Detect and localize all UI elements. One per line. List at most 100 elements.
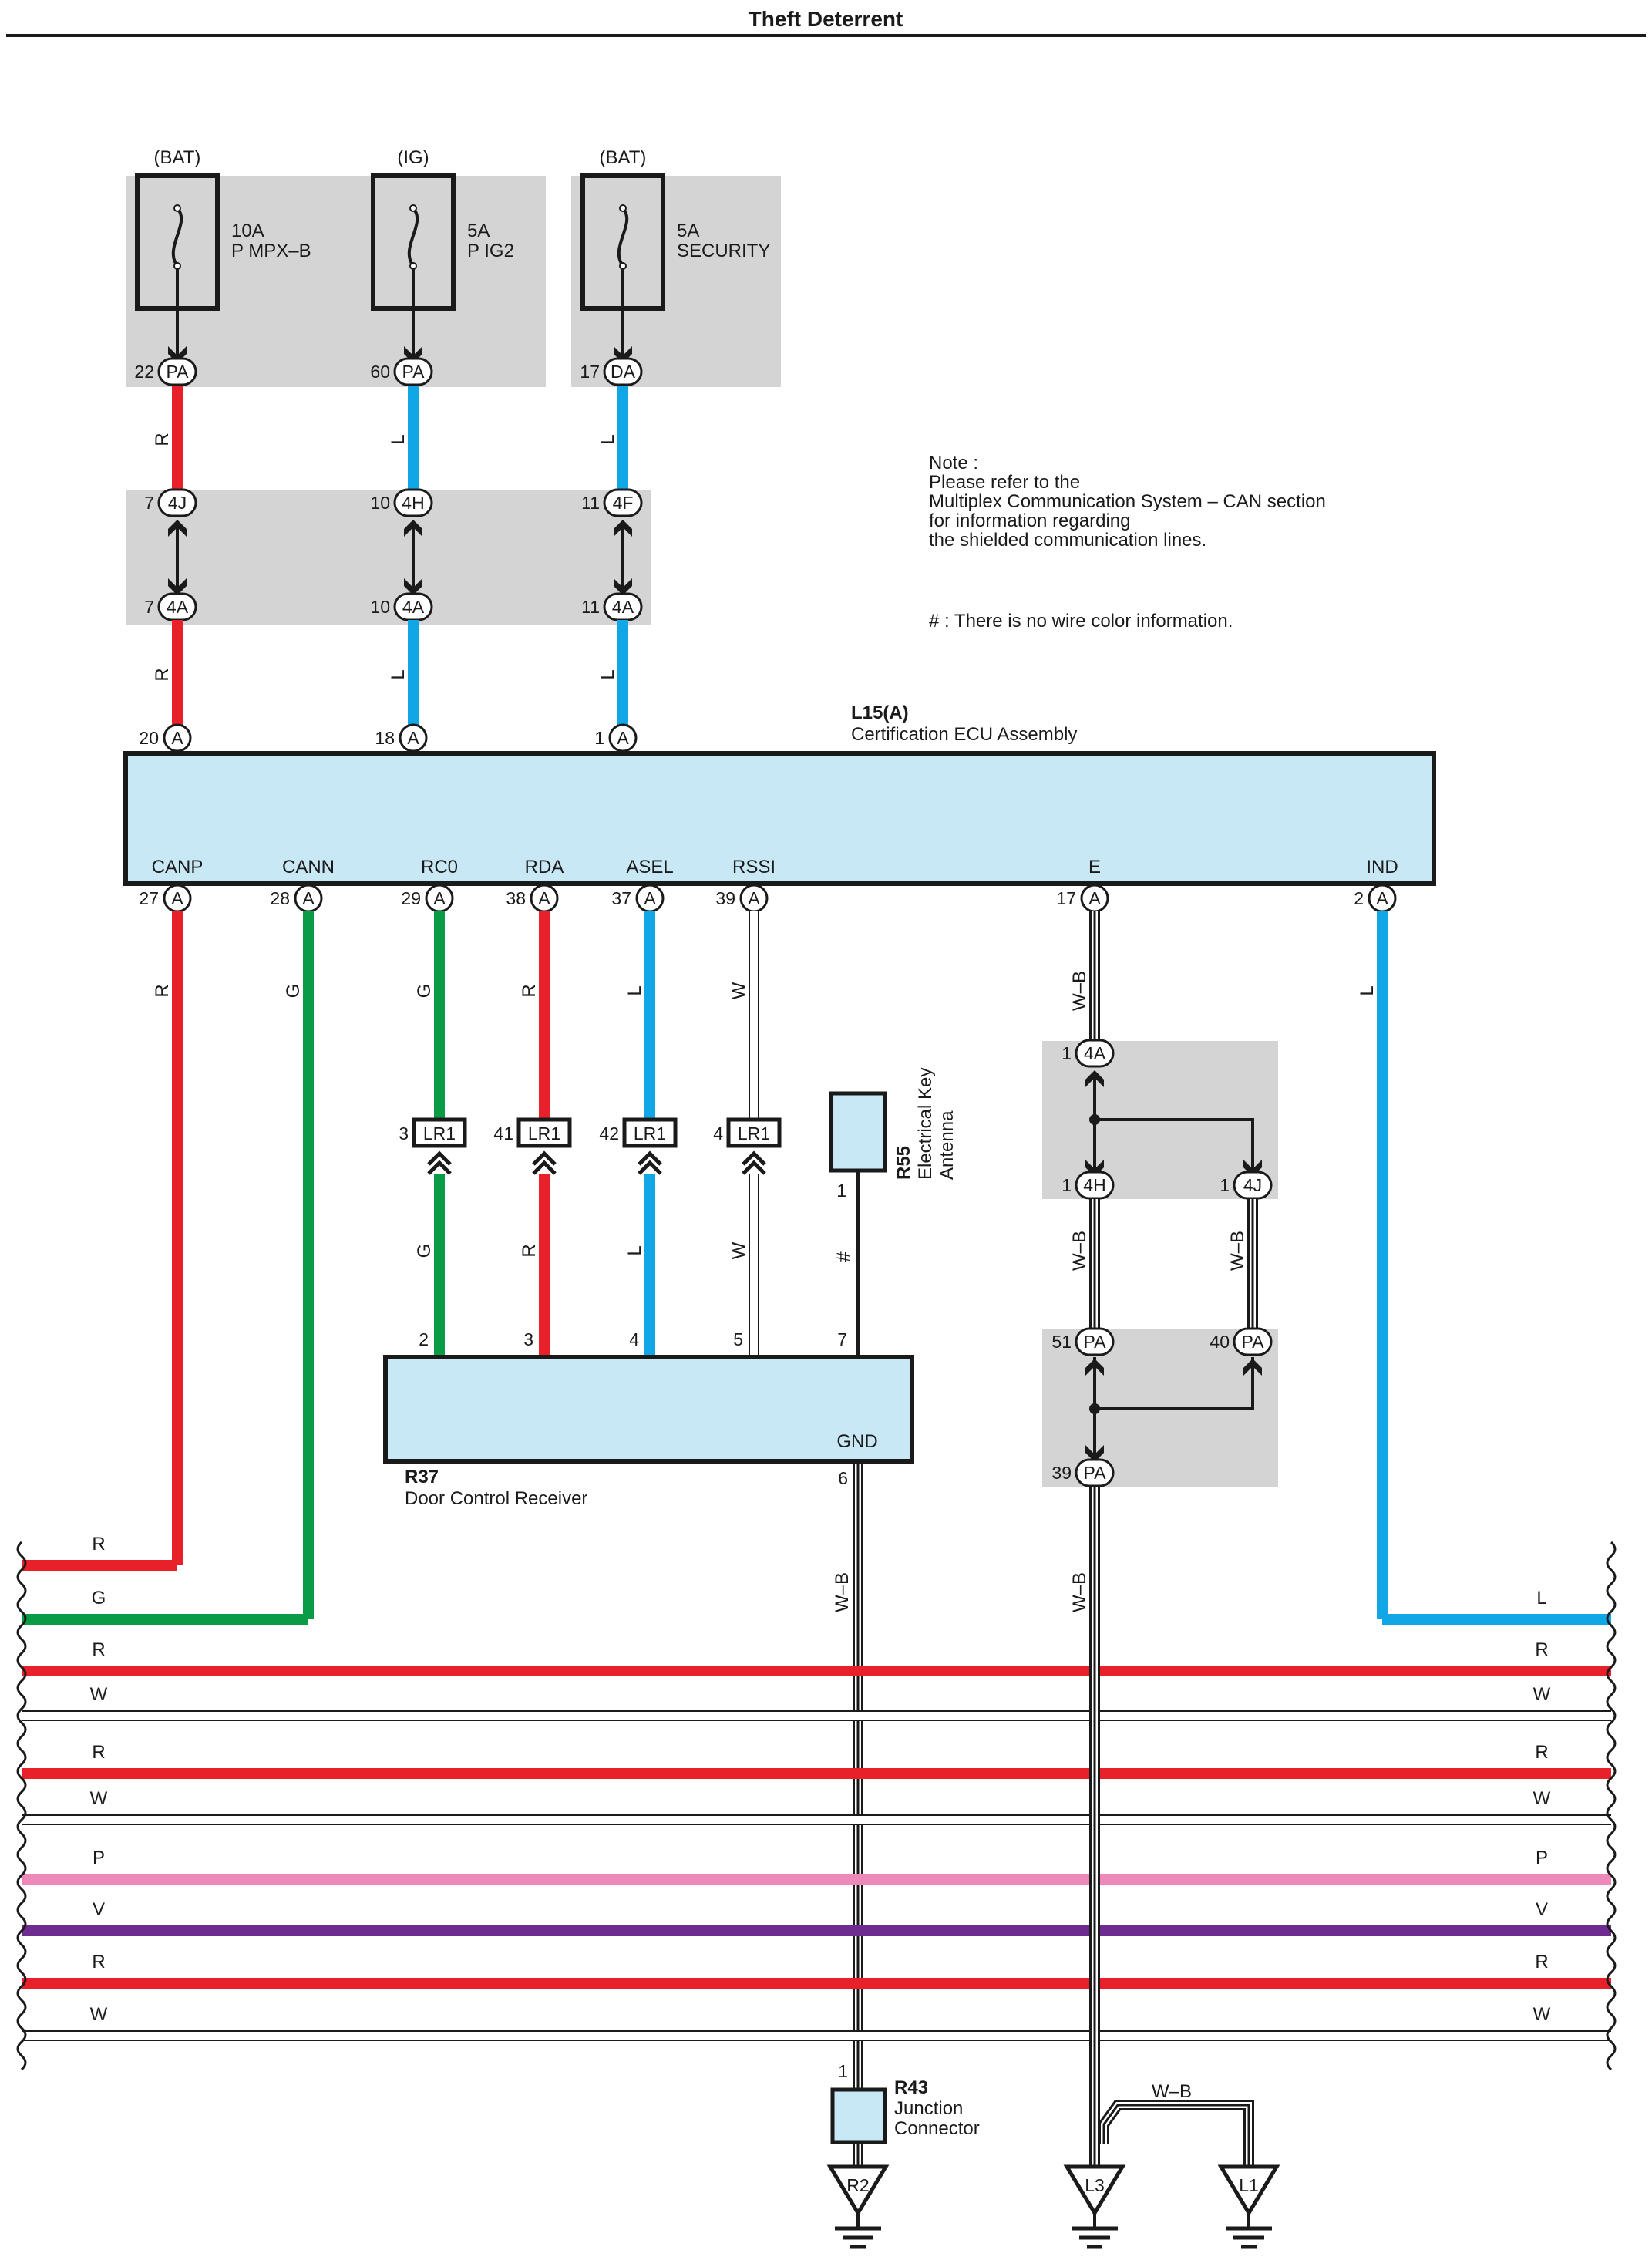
- mid-wire-label-1: L: [388, 669, 409, 679]
- note-line-5: the shielded communication lines.: [929, 530, 1206, 551]
- right-jct-top-pin: 1: [1062, 1043, 1072, 1063]
- right-wire-left-label: W–B: [1069, 1231, 1090, 1271]
- right-jct-mid-right-oval: [1233, 1171, 1273, 1200]
- ecu-bottom-pin-1-pin: 28: [270, 888, 290, 908]
- fuse-node-top-1: [409, 204, 417, 212]
- ground-triangle-1: [1063, 2164, 1126, 2217]
- ecu-bottom-pin-4-pin: 37: [611, 888, 631, 908]
- ecu-bottom-pin-4-conn: A: [644, 888, 656, 908]
- antenna-name-1: Electrical Key: [915, 1068, 936, 1180]
- fuse-conn-2-conn: DA: [611, 362, 636, 382]
- right-jct-branch: [1095, 1118, 1254, 1172]
- lr1-pin-2: 42: [599, 1123, 619, 1144]
- bus-left-label-2: R: [92, 1639, 105, 1660]
- jct-upper-2-pin: 11: [581, 493, 600, 513]
- lr1-box-3: [726, 1117, 782, 1148]
- bus-right-label-9: W: [1533, 2004, 1551, 2025]
- lr1-upper-wire-label-0: G: [414, 984, 435, 999]
- receiver-pin-4: 7: [837, 1329, 847, 1349]
- ecu-bottom-label-5: RSSI: [732, 857, 776, 877]
- mid-wire-label-2: L: [597, 669, 618, 679]
- bus-left-label-4: R: [92, 1742, 105, 1763]
- lr1-lower-wire-label-0: G: [414, 1244, 435, 1258]
- lr1-lower-wire-label-2: L: [624, 1245, 645, 1255]
- antenna-wire-label: #: [833, 1251, 854, 1262]
- fuse-conn-1-oval: [393, 357, 433, 386]
- l1-branch-core: [1101, 2102, 1252, 2167]
- fuse-conn-0-pin: 22: [134, 362, 154, 382]
- jct-lower-0-conn: 4A: [167, 597, 189, 617]
- lr1-conn-2: LR1: [634, 1123, 666, 1144]
- bus-right-label-7: V: [1536, 1899, 1548, 1920]
- bus-left-label-7: V: [93, 1899, 105, 1920]
- fuse-rating-2: 5A: [677, 221, 699, 241]
- ecu-bottom-pin-3-pin: 38: [506, 888, 526, 908]
- ecu-bottom-pin-2-pin: 29: [401, 888, 421, 908]
- ecu-bottom-pin-6-pin: 17: [1056, 888, 1076, 908]
- e-wire-label: W–B: [1069, 971, 1090, 1011]
- junction-connector: R43 Junction Connector 1: [830, 2061, 980, 2144]
- fuse-name-0: P MPX–B: [231, 241, 311, 261]
- receiver-name: Door Control Receiver: [405, 1488, 587, 1509]
- ecu-bottom-pin-0-conn: A: [171, 888, 183, 908]
- lr1-chevron-3: [742, 1150, 766, 1175]
- bus-left-label-5: W: [90, 1788, 108, 1809]
- ecu-bottom-pin-0-pin: 27: [139, 888, 159, 908]
- right-pa-bottom-conn: PA: [1084, 1463, 1107, 1483]
- receiver-body: [383, 1355, 914, 1464]
- ground-name-0: R2: [846, 2175, 869, 2195]
- junction-connector-name-1: Junction: [894, 2098, 963, 2119]
- ind-bus-label: L: [1536, 1588, 1546, 1608]
- ind-wire-label: L: [1357, 985, 1378, 995]
- fuse-node-top-2: [619, 204, 627, 212]
- receiver-gnd-pin: 6: [838, 1468, 848, 1488]
- right-wire-right-label: W–B: [1227, 1231, 1248, 1271]
- canp-wire-label: R: [152, 984, 173, 997]
- ecu-bottom-pin-2-conn: A: [433, 888, 446, 908]
- jct-arrow-down-0: [168, 578, 187, 595]
- fuse-source-1: (IG): [397, 147, 429, 168]
- right-pa-branch: [1095, 1357, 1254, 1410]
- ecu-top-pin-0-pin: 20: [139, 728, 159, 748]
- right-jct-mid-left-pin: 1: [1062, 1175, 1072, 1195]
- lr1-box-1: [516, 1117, 572, 1148]
- fuse-conn-2-oval: [603, 357, 643, 386]
- lr1-upper-wire-label-1: R: [519, 984, 540, 997]
- jct-lower-1-conn: 4A: [402, 597, 425, 617]
- antenna-ref: R55: [893, 1146, 914, 1180]
- ground-triangle-0: [826, 2164, 890, 2217]
- bus-left-label-9: W: [90, 2004, 108, 2025]
- ecu-bottom-label-7: IND: [1366, 857, 1398, 877]
- ecu-pins: CANPA27CANNA28RC0A29RDAA38ASELA37RSSIA39…: [139, 857, 1398, 913]
- ecu-ref: L15(A): [851, 702, 909, 723]
- fuse-conn-2-pin: 17: [580, 362, 600, 382]
- top-wire-label-0: R: [152, 433, 173, 446]
- lr1-box-2: [622, 1117, 678, 1148]
- ecu-top-pin-1-conn: A: [407, 728, 419, 748]
- right-jct-mid-left-oval: [1075, 1171, 1115, 1200]
- right-jct-mid-left-conn: 4H: [1083, 1175, 1105, 1195]
- fuse-rating-1: 5A: [467, 221, 490, 241]
- junction-connector-name-2: Connector: [894, 2118, 980, 2139]
- lr1-chevron-0: [427, 1150, 452, 1175]
- page-title: Theft Deterrent: [749, 7, 903, 31]
- ecu-bottom-label-2: RC0: [421, 857, 458, 877]
- fuse-source-0: (BAT): [154, 147, 201, 168]
- right-pa-left-oval: [1075, 1327, 1115, 1356]
- l1-branch-outline: [1099, 2100, 1254, 2167]
- receiver-pin-2: 4: [629, 1329, 639, 1349]
- bus-left-label-1: G: [92, 1588, 106, 1608]
- jct-arrow-down-2: [614, 578, 632, 595]
- bus-right-label-3: W: [1533, 1684, 1551, 1705]
- ecu-bottom-label-4: ASEL: [626, 857, 673, 877]
- bus-break-1: [1606, 1541, 1617, 2071]
- fuse-conn-1-conn: PA: [402, 362, 426, 382]
- ecu-bottom-label-1: CANN: [282, 857, 335, 877]
- hash-note: # : There is no wire color information.: [929, 611, 1233, 632]
- ecu-bottom-pin-1-conn: A: [302, 888, 315, 908]
- lr1-lower-wire-label-1: R: [519, 1244, 540, 1257]
- fuse-conn-0-oval: [157, 357, 197, 386]
- jct-upper-1-oval: [393, 488, 433, 517]
- mid-wire-label-0: R: [152, 668, 173, 681]
- jct-upper-0-pin: 7: [144, 493, 154, 513]
